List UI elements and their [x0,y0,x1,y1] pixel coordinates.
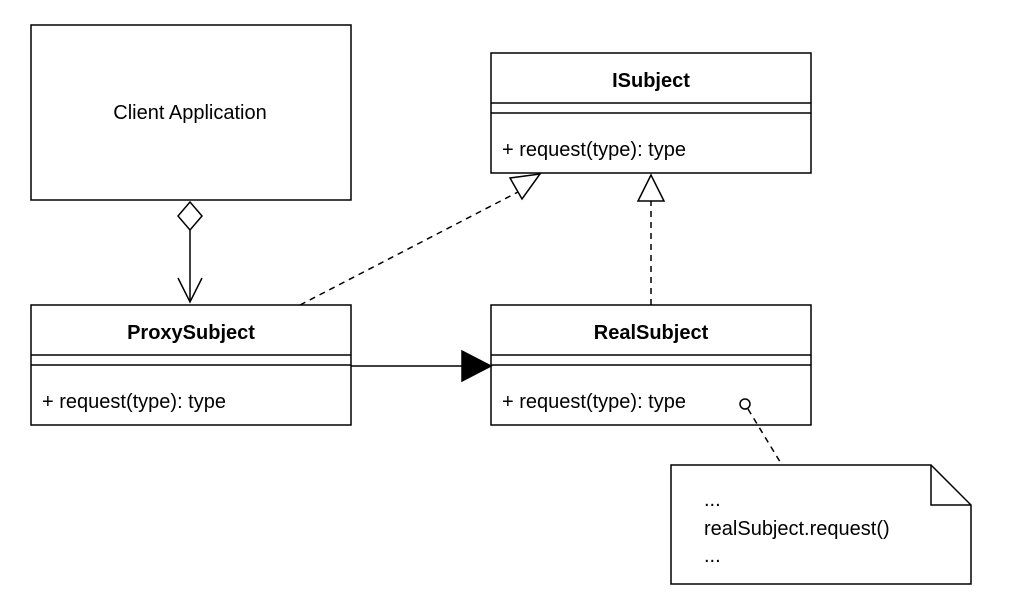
note-line-1: ... [704,489,721,511]
hollow-triangle-icon [636,173,666,202]
association-proxy-to-real[interactable] [351,349,493,383]
client-application-label: Client Application [113,102,266,124]
client-application-box[interactable]: Client Application [30,24,352,201]
proxysubject-class[interactable]: ProxySubject + request(type): type [30,304,352,426]
aggregation-client-to-proxy[interactable] [177,200,203,304]
open-arrowhead-icon [177,277,203,304]
anchor-circle-icon [739,398,751,410]
proxysubject-class-name: ProxySubject [127,322,255,344]
realsubject-class-name: RealSubject [594,322,709,344]
isubject-class[interactable]: ISubject + request(type): type [490,52,812,174]
note-line-3: ... [704,545,721,567]
note-anchor[interactable] [739,398,783,466]
hollow-triangle-icon [508,173,542,201]
realsubject-method: + request(type): type [502,391,686,413]
realization-proxy-to-isubject[interactable] [299,173,542,306]
realization-real-to-isubject[interactable] [636,173,666,305]
note-line-2: realSubject.request() [704,518,890,540]
filled-arrowhead-icon [461,349,493,383]
isubject-method: + request(type): type [502,139,686,161]
proxysubject-method: + request(type): type [42,391,226,413]
aggregation-diamond-icon [177,200,203,232]
isubject-class-name: ISubject [612,70,690,92]
code-note[interactable]: ... realSubject.request() ... [670,464,972,585]
realsubject-class[interactable]: RealSubject + request(type): type [490,304,812,426]
